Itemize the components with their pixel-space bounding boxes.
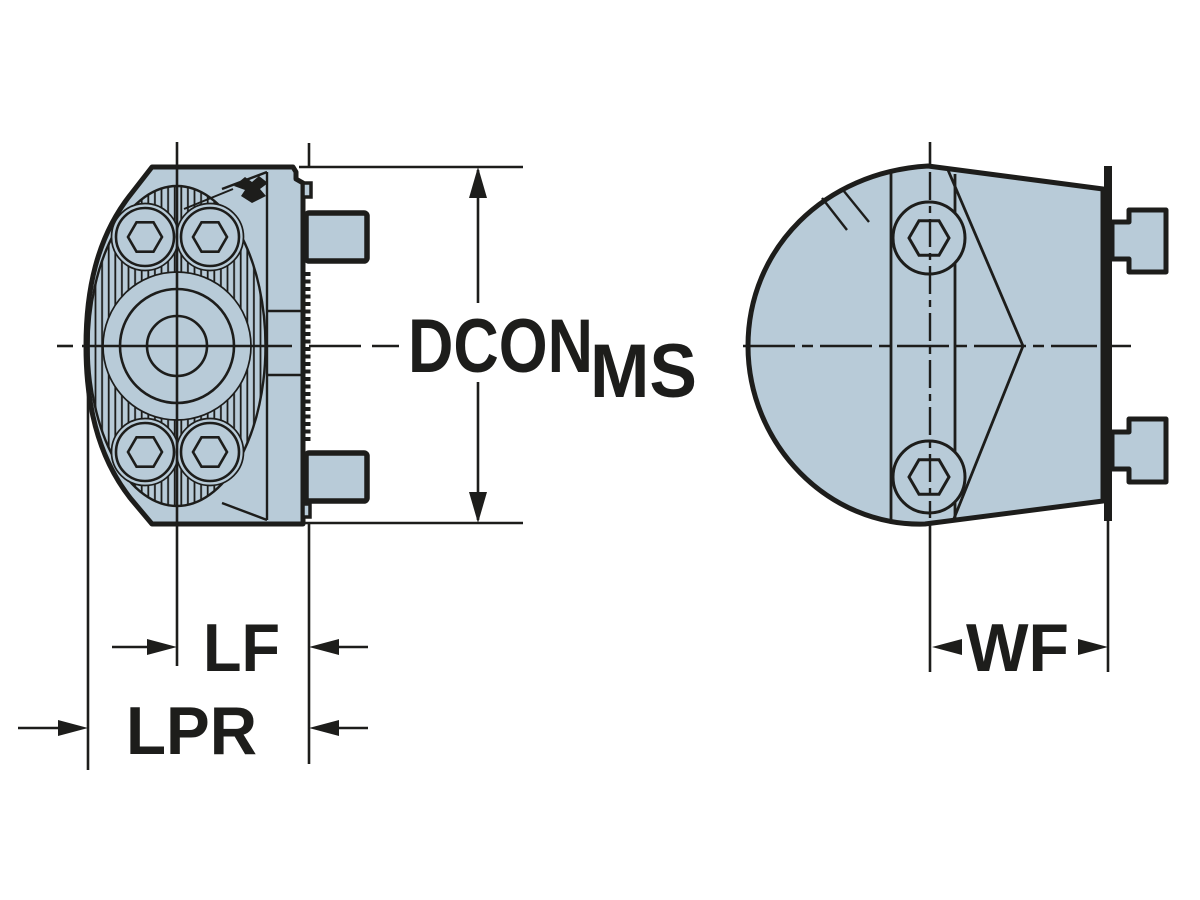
edge-step-top <box>301 181 313 199</box>
side-view <box>743 142 1169 527</box>
hex-socket <box>126 221 164 253</box>
hex-socket <box>191 221 229 253</box>
clamp-detail-line <box>183 188 234 210</box>
cone-line-bottom <box>221 501 268 522</box>
dimension-lf: LF <box>112 143 368 764</box>
screw-head <box>114 206 176 268</box>
hex-socket <box>126 435 164 469</box>
cone-diagonal-top <box>946 169 1025 347</box>
wf-label: WF <box>966 610 1069 686</box>
arrowhead-right <box>1078 639 1108 655</box>
dcon-label: DCON <box>408 304 593 389</box>
hex-socket <box>191 435 229 469</box>
dimension-lpr: LPR <box>18 372 368 770</box>
cone-diagonal-bottom <box>951 345 1025 522</box>
front-view <box>57 142 399 666</box>
lf-label: LF <box>203 610 280 686</box>
surface-tick <box>842 189 870 223</box>
drive-lug-top <box>303 210 370 264</box>
hex-socket <box>907 219 951 257</box>
rear-lug-top <box>1109 207 1169 275</box>
arrowhead-left <box>309 720 339 736</box>
drive-lug-bottom <box>303 450 370 504</box>
arrowhead-right <box>58 720 88 736</box>
hex-socket <box>907 458 951 496</box>
surface-tick <box>821 197 848 231</box>
dimension-dcon: DCON MS <box>299 165 697 525</box>
screw-head <box>179 206 241 268</box>
lpr-label: LPR <box>126 693 257 769</box>
rear-lug-bottom <box>1109 416 1169 485</box>
edge-step-bottom <box>301 502 312 519</box>
arrowhead-up <box>469 167 487 198</box>
clamp-detail <box>234 176 268 203</box>
screw-head <box>179 421 241 483</box>
arrowhead-left <box>309 639 339 655</box>
dimension-wf: WF <box>928 521 1110 686</box>
arrowhead-right <box>147 639 177 655</box>
dcon-sub-label: MS <box>590 329 697 414</box>
arrowhead-left <box>932 639 962 655</box>
screw-head <box>114 421 176 483</box>
arrowhead-down <box>469 492 487 523</box>
